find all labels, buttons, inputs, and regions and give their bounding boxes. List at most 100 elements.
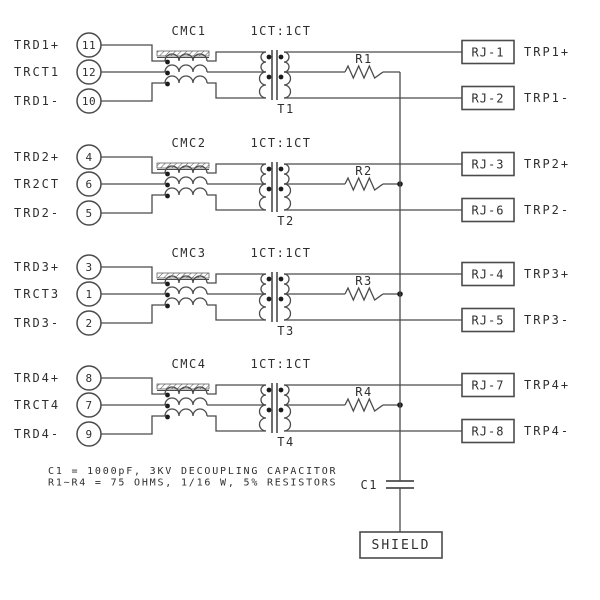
pin-number: 4 — [85, 151, 92, 164]
cmc-winding — [164, 75, 208, 84]
rj-pin-label: RJ-4 — [472, 268, 505, 282]
polarity-dot — [278, 296, 284, 302]
trp-signal-label: TRP3- — [524, 313, 570, 327]
transformer-secondary — [283, 183, 292, 211]
pin-signal-label: TRCT1 — [14, 65, 60, 79]
polarity-dot — [278, 166, 284, 172]
cmc-core-bar — [156, 50, 210, 57]
wire — [101, 156, 165, 174]
pin-signal-label: TRD1- — [14, 94, 60, 108]
polarity-dot — [165, 193, 170, 199]
polarity-dot — [165, 292, 170, 298]
wire — [101, 304, 165, 324]
polarity-dot — [266, 296, 272, 302]
cmc-core-bar — [156, 162, 210, 169]
polarity-dot — [165, 81, 170, 87]
wire — [207, 384, 266, 395]
pin-circle — [76, 200, 102, 226]
cmc-winding — [164, 64, 208, 73]
polarity-dot — [278, 74, 284, 80]
pin-signal-label: TR2CT — [14, 177, 60, 191]
polarity-dot — [165, 59, 170, 65]
wire — [101, 266, 165, 284]
pin-circle — [76, 88, 102, 114]
pin-number: 9 — [85, 428, 92, 441]
pin-signal-label: TRD2+ — [14, 150, 60, 164]
cmc-core-bar — [156, 272, 210, 279]
transformer-secondary — [283, 384, 290, 406]
pin-number: 6 — [85, 178, 92, 191]
pin-signal-label: TRD3+ — [14, 260, 60, 274]
pin-number: 1 — [85, 288, 92, 301]
pin-number: 5 — [85, 207, 92, 220]
cmc-label: CMC1 — [172, 24, 207, 38]
rj-pin-label: RJ-7 — [472, 379, 505, 393]
pin-number: 7 — [85, 399, 92, 412]
pin-number: 3 — [85, 261, 92, 274]
polarity-dot — [266, 166, 272, 172]
trp-signal-label: TRP2- — [524, 203, 570, 217]
cmc-winding — [164, 397, 208, 406]
cmc-core-bar — [156, 383, 210, 390]
wire — [101, 44, 165, 62]
pin-circle — [76, 32, 102, 58]
pin-circle — [76, 365, 102, 391]
transformer-secondary — [283, 163, 290, 185]
pin-circle — [76, 281, 102, 307]
resistor-zigzag — [344, 286, 384, 302]
pin-signal-label: TRD2- — [14, 206, 60, 220]
cmc-winding — [164, 165, 208, 174]
rj-pin-label: RJ-5 — [472, 314, 505, 328]
pin-circle — [76, 392, 102, 418]
shield-box — [359, 531, 443, 559]
transformer-primary — [260, 384, 267, 406]
rj-pin-box — [461, 307, 515, 333]
turns-ratio-label: 1CT:1CT — [250, 357, 311, 371]
transformer-primary — [258, 293, 267, 321]
wire — [101, 415, 165, 435]
polarity-dot — [266, 407, 272, 413]
cmc-winding — [164, 408, 208, 417]
wire — [207, 415, 266, 432]
polarity-dot — [266, 54, 272, 60]
wire — [101, 377, 165, 395]
transformer-primary — [260, 273, 267, 295]
rj-pin-box — [461, 85, 515, 111]
pin-circle — [76, 144, 102, 170]
wire — [207, 82, 266, 99]
pin-circle — [76, 254, 102, 280]
polarity-dot — [165, 70, 170, 76]
polarity-dot — [165, 182, 170, 188]
pin-circle — [76, 59, 102, 85]
transformer-primary — [258, 183, 267, 211]
cmc-winding — [164, 275, 208, 284]
pin-number: 11 — [82, 39, 96, 52]
cmc-winding — [164, 286, 208, 295]
transformer-label: T3 — [277, 324, 294, 338]
wire — [207, 273, 266, 284]
pin-circle — [76, 171, 102, 197]
transformer-secondary — [283, 71, 292, 99]
polarity-dot — [278, 407, 284, 413]
wire — [101, 82, 165, 102]
rj-pin-label: RJ-2 — [472, 92, 505, 106]
wire — [207, 163, 266, 174]
cmc-label: CMC3 — [172, 246, 207, 260]
rj-pin-label: RJ-1 — [472, 46, 505, 60]
note-line: R1~R4 = 75 OHMS, 1/16 W, 5% RESISTORS — [48, 478, 337, 489]
pin-signal-label: TRD3- — [14, 316, 60, 330]
cmc-winding — [164, 53, 208, 62]
pin-circle — [76, 310, 102, 336]
transformer-secondary — [283, 293, 292, 321]
rj-pin-box — [461, 261, 515, 287]
pin-signal-label: TRCT4 — [14, 398, 60, 412]
turns-ratio-label: 1CT:1CT — [250, 246, 311, 260]
wire — [101, 194, 165, 214]
polarity-dot — [278, 186, 284, 192]
pin-signal-label: TRD1+ — [14, 38, 60, 52]
transformer-secondary — [283, 404, 292, 432]
resistor-label: R4 — [355, 385, 372, 399]
shield-label: SHIELD — [372, 538, 431, 553]
cmc-label: CMC4 — [172, 357, 207, 371]
